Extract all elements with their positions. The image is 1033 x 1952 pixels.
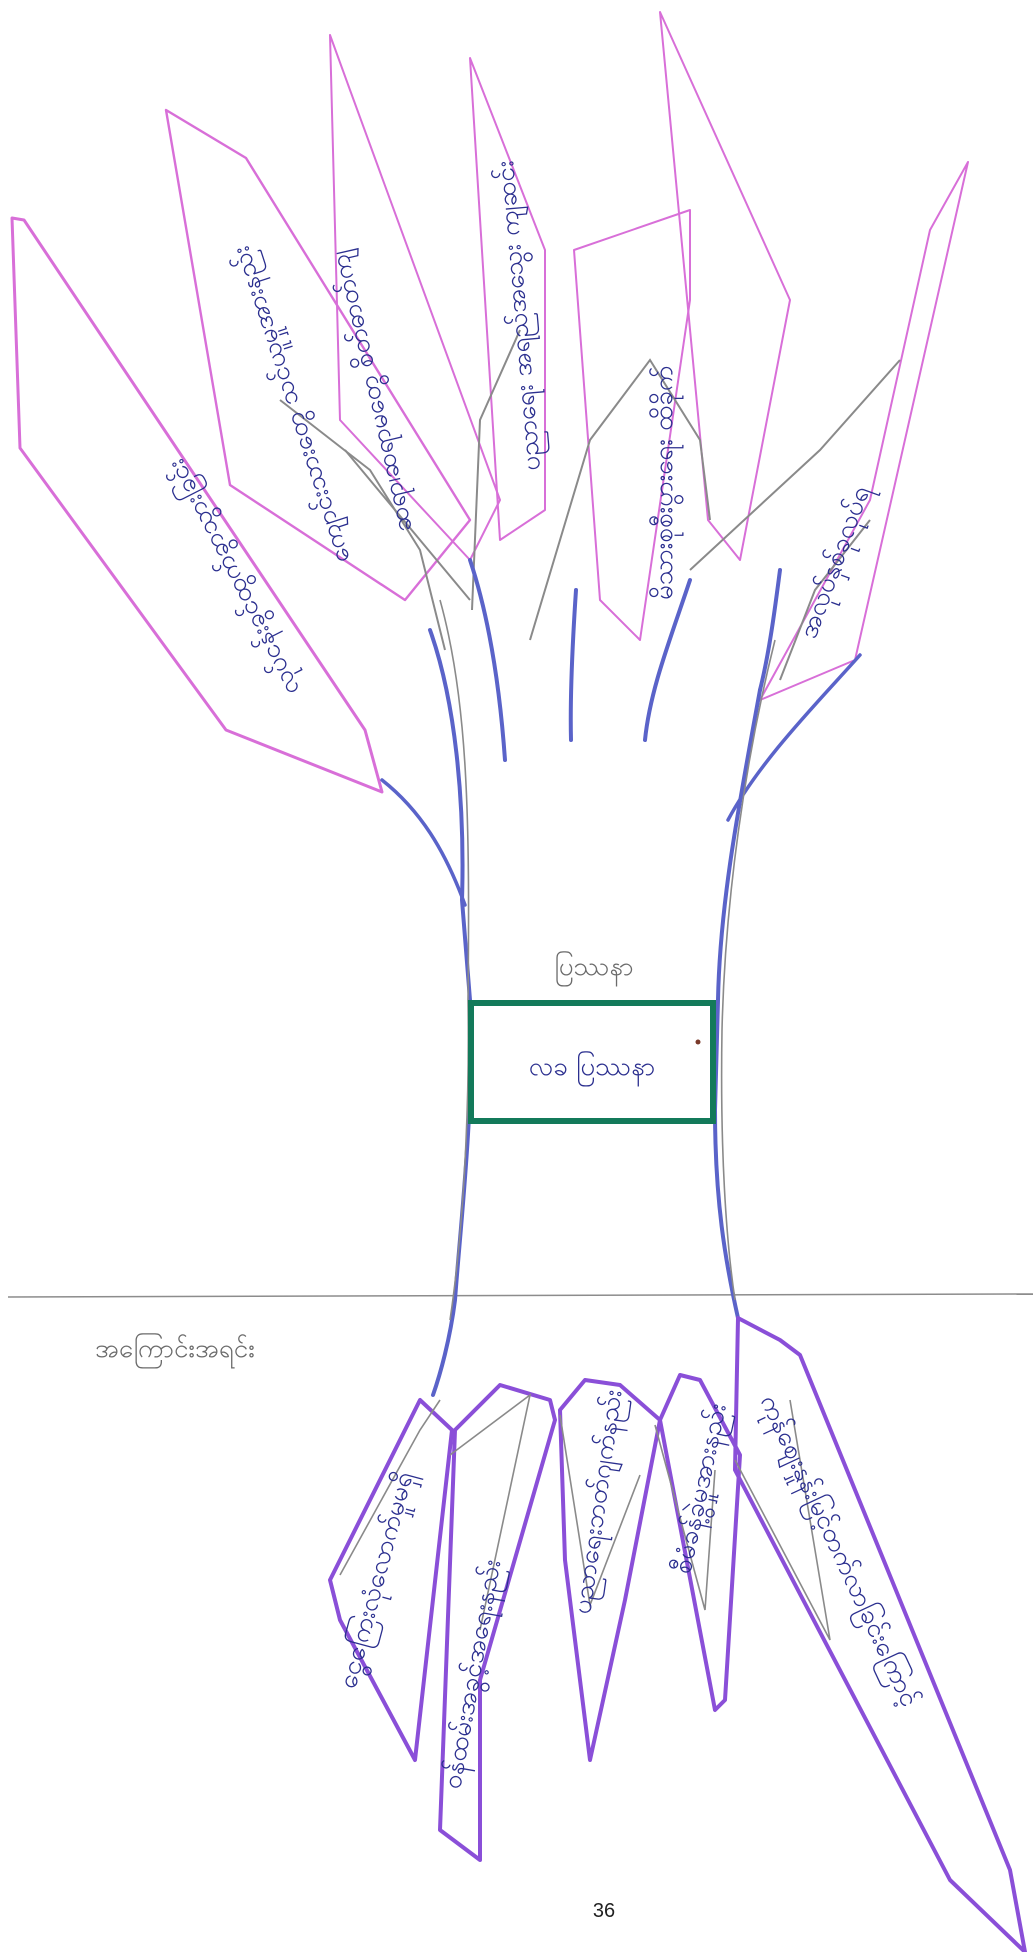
effect-label-5: မိသားစုစီးပွားရေး ထိခိုက် xyxy=(648,365,684,600)
trunk-pencil xyxy=(439,599,776,1321)
effect-label-1: လုပ်ငန်းခွင်ထွက်ခွာသွားခြင်း xyxy=(158,452,310,702)
cause-root xyxy=(733,1316,1027,1952)
effect-leaf xyxy=(10,216,384,794)
cause-label-1: ငွေကြေးလုံလောက်မှုမရှိ xyxy=(330,1468,424,1694)
effect-label-6: အလုပ်နှစ်ခုလုပ်ရ xyxy=(792,480,881,645)
root-pencil xyxy=(339,1393,831,1641)
cause-root xyxy=(558,1378,662,1762)
tree-trunk xyxy=(380,558,862,1397)
effect-label-4: ပညာရေး အရည်အသွေး ကျဆင်း xyxy=(489,159,552,472)
causes-roots xyxy=(328,1316,1027,1952)
cause-label-4: စီမံခန့်ခွဲမှုအားနည်း xyxy=(667,1400,738,1577)
page-number: 36 xyxy=(593,1900,615,1922)
effect-leaf xyxy=(329,34,501,561)
ground-line xyxy=(7,1293,1033,1298)
effects-canopy xyxy=(10,11,969,794)
cause-label-3: ပညာရေးဘတ်ဂျက်နည်း xyxy=(566,1388,633,1617)
problem-box xyxy=(468,1000,716,1124)
cause-root xyxy=(658,1373,742,1712)
problem-text: လခ ပြဿနာ xyxy=(529,1049,655,1087)
effect-leaf xyxy=(759,161,969,701)
cause-heading: အကြောင်းအရင်း xyxy=(95,1331,255,1369)
effect-leaf xyxy=(659,11,791,561)
cause-root xyxy=(328,1398,454,1762)
cause-root xyxy=(438,1383,557,1862)
effect-leaf xyxy=(469,57,546,541)
branch-pencil xyxy=(279,329,901,681)
effect-leaf xyxy=(573,209,691,641)
problem-heading: ပြဿနာ xyxy=(554,949,633,987)
